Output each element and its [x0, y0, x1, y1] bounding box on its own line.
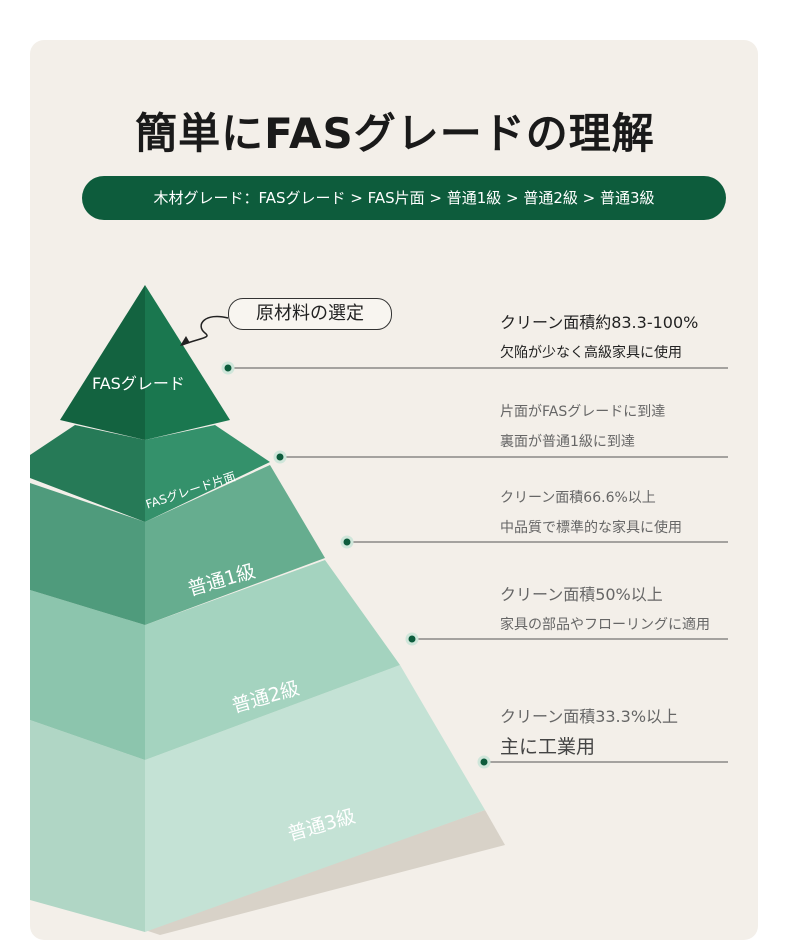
- info-common-1: クリーン面積66.6%以上 中品質で標準的な家具に使用: [500, 483, 682, 543]
- info-fas-area: クリーン面積約83.3-100%: [500, 313, 699, 332]
- pyramid-shadow: [145, 810, 505, 935]
- layer-2-right: [145, 425, 270, 522]
- layer-5-right: [145, 665, 485, 932]
- layer-4-left: [30, 590, 145, 760]
- layer-1-right: [145, 285, 230, 440]
- grade-order-banner: 木材グレード：FASグレード > FAS片面 > 普通1級 > 普通2級 > 普…: [82, 176, 726, 220]
- layer-3-left: [30, 483, 145, 625]
- info-common-2-area: クリーン面積50%以上: [500, 585, 663, 604]
- layer-3-right: [145, 465, 325, 625]
- layer-label-fas: FASグレード: [92, 374, 185, 393]
- callout-arrow: [181, 315, 229, 346]
- info-common-3: クリーン面積33.3%以上 主に工業用: [500, 702, 678, 762]
- layer-5-left: [30, 720, 145, 932]
- leader-lines: [228, 367, 728, 763]
- info-common-2-use: 家具の部品やフローリングに適用: [500, 617, 710, 633]
- info-common-3-use: 主に工業用: [500, 736, 596, 758]
- info-common-3-area: クリーン面積33.3%以上: [500, 707, 679, 726]
- info-common-1-area: クリーン面積66.6%以上: [500, 490, 656, 506]
- info-fas: クリーン面積約83.3-100% 欠陥が少なく高級家具に使用: [500, 308, 698, 368]
- leader-dots: [221, 361, 491, 769]
- info-fas-one-side: 片面がFASグレードに到達 裏面が普通1級に到達: [500, 397, 665, 457]
- layer-4-right: [145, 560, 400, 760]
- layer-2-left: [30, 425, 145, 522]
- info-common-2: クリーン面積50%以上 家具の部品やフローリングに適用: [500, 580, 710, 640]
- raw-material-callout: 原材料の選定: [228, 298, 392, 330]
- info-fas-one-side-back: 裏面が普通1級に到達: [500, 434, 635, 450]
- info-fas-use: 欠陥が少なく高級家具に使用: [500, 345, 682, 361]
- page-title: 簡単にFASグレードの理解: [135, 109, 655, 158]
- info-common-1-use: 中品質で標準的な家具に使用: [500, 520, 682, 536]
- info-fas-one-side-front: 片面がFASグレードに到達: [500, 404, 666, 420]
- layer-1-left: [60, 285, 145, 440]
